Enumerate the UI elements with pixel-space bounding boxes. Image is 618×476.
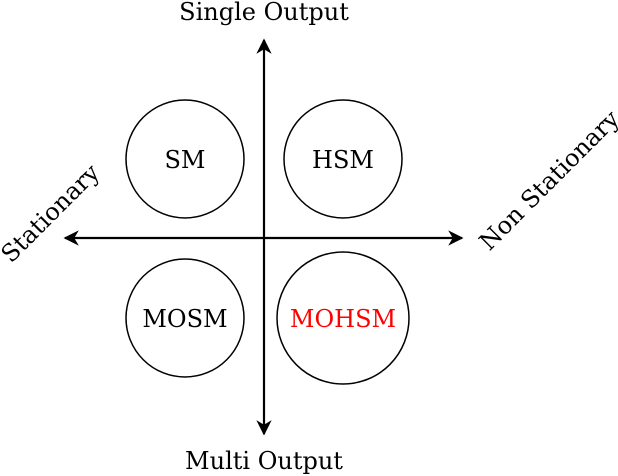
- node-mohsm-label: MOHSM: [290, 305, 396, 333]
- node-hsm-label: HSM: [312, 146, 374, 174]
- node-sm: SM: [125, 99, 245, 219]
- node-mosm-label: MOSM: [142, 305, 227, 333]
- node-mosm: MOSM: [125, 258, 245, 378]
- axis-label-right: Non Stationary: [474, 105, 618, 256]
- node-mohsm: MOHSM: [276, 251, 410, 385]
- axis-label-top: Single Output: [179, 0, 349, 26]
- node-hsm: HSM: [283, 99, 403, 219]
- axis-label-left: Stationary: [0, 158, 105, 268]
- axis-label-bottom: Multi Output: [185, 447, 343, 475]
- node-sm-label: SM: [164, 146, 205, 174]
